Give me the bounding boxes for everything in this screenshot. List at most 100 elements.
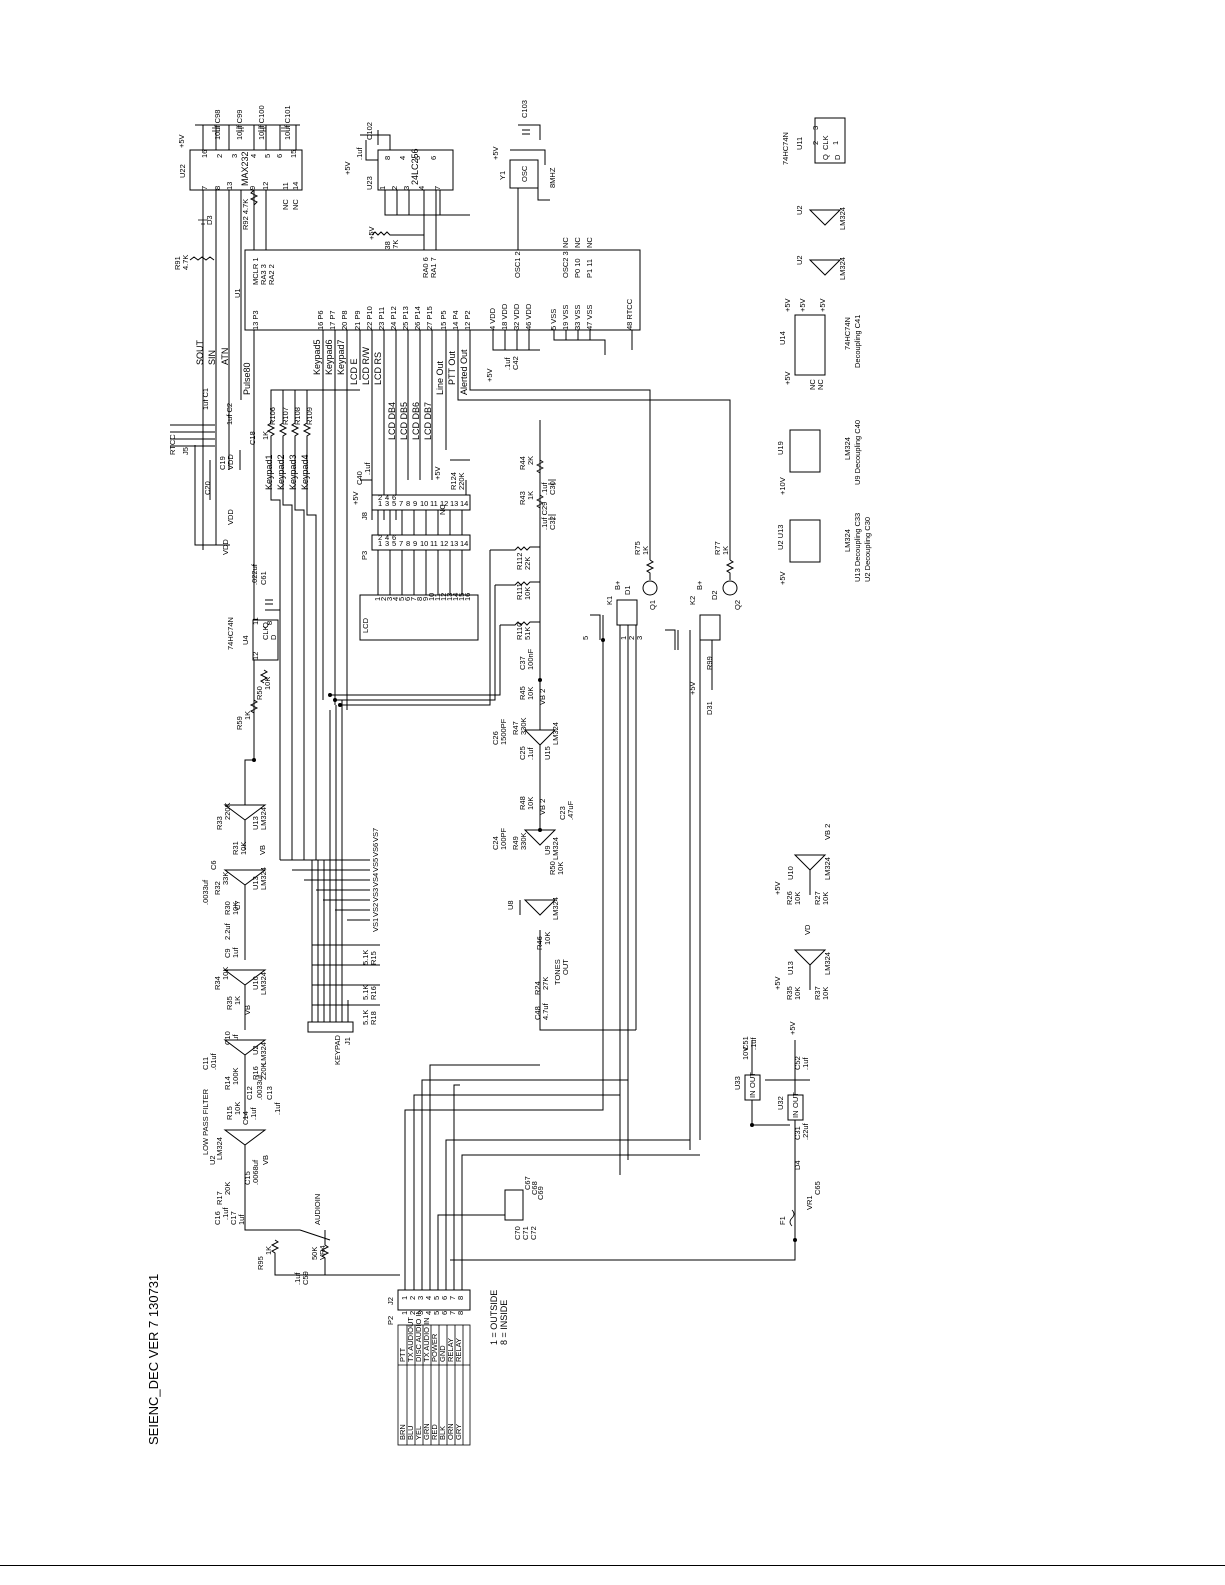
svg-text:.1uf: .1uf xyxy=(363,462,372,475)
svg-text:4: 4 xyxy=(249,154,258,158)
svg-text:R27: R27 xyxy=(813,891,822,905)
svg-text:LCD DB5: LCD DB5 xyxy=(399,402,409,440)
svg-text:+5V: +5V xyxy=(773,976,782,990)
svg-text:P1 11: P1 11 xyxy=(585,259,594,278)
svg-text:.47uF: .47uF xyxy=(566,800,575,820)
svg-text:5: 5 xyxy=(413,156,422,160)
svg-text:R49: R49 xyxy=(511,836,520,850)
svg-text:1K: 1K xyxy=(233,996,242,1005)
svg-text:VD: VD xyxy=(803,924,812,935)
svg-text:6: 6 xyxy=(440,1296,449,1300)
svg-text:4.7K: 4.7K xyxy=(391,240,400,255)
opamp-u8: U8 LM324 R46 10K TONES OUT R24 27K C48 4… xyxy=(506,897,636,1031)
svg-text:6: 6 xyxy=(440,1311,449,1315)
svg-text:.1uf C29: .1uf C29 xyxy=(540,502,549,530)
svg-text:LM324: LM324 xyxy=(551,837,560,860)
svg-text:74HC74N: 74HC74N xyxy=(226,617,235,650)
svg-text:+5V: +5V xyxy=(433,466,442,480)
svg-text:.1uf: .1uf xyxy=(801,1057,810,1070)
svg-text:U9: U9 xyxy=(543,845,552,855)
svg-text:Alerted Out: Alerted Out xyxy=(459,349,469,395)
svg-text:13: 13 xyxy=(225,182,234,190)
svg-text:C61: C61 xyxy=(259,571,268,585)
svg-text:10K: 10K xyxy=(523,587,532,600)
svg-text:LM324: LM324 xyxy=(551,722,560,745)
svg-text:5 VSS: 5 VSS xyxy=(549,309,558,330)
svg-text:C72: C72 xyxy=(529,1226,538,1240)
svg-text:C25: C25 xyxy=(518,746,527,760)
lcd-module: LCD 1 2 3 4 5 6 7 8 9 10 11 12 13 14 15 … xyxy=(359,593,479,641)
schematic-title: SEIENC_DEC VER 7 130731 xyxy=(146,1274,161,1445)
svg-text:Keypad6: Keypad6 xyxy=(324,339,334,375)
svg-text:LM324: LM324 xyxy=(215,1137,224,1160)
svg-text:5: 5 xyxy=(432,1311,441,1315)
svg-text:LCD RS: LCD RS xyxy=(373,352,383,385)
svg-text:8: 8 xyxy=(265,621,274,625)
svg-text:3: 3 xyxy=(416,1296,425,1300)
svg-text:LM324: LM324 xyxy=(838,257,847,280)
svg-text:KEYPAD: KEYPAD xyxy=(333,1035,342,1065)
svg-text:1K: 1K xyxy=(264,1246,273,1255)
svg-text:5.1K: 5.1K xyxy=(361,950,370,965)
svg-text:15 P5: 15 P5 xyxy=(439,310,448,330)
svg-text:.1uf: .1uf xyxy=(540,482,549,495)
svg-text:13: 13 xyxy=(450,539,458,548)
opamp-u13-right: U13 LM324 VD R35 10K R37 10K +5V xyxy=(773,924,832,1000)
svg-text:20K: 20K xyxy=(223,1182,232,1195)
svg-text:1: 1 xyxy=(378,186,387,190)
svg-text:33 VSS: 33 VSS xyxy=(573,305,582,330)
svg-text:C68: C68 xyxy=(530,1181,539,1195)
svg-text:3: 3 xyxy=(402,186,411,190)
svg-text:14 P4: 14 P4 xyxy=(451,310,460,330)
svg-text:U9 Decoupling C40: U9 Decoupling C40 xyxy=(853,420,862,485)
svg-text:SOUT: SOUT xyxy=(195,339,205,365)
svg-text:VB: VB xyxy=(261,1155,270,1165)
svg-text:+5V: +5V xyxy=(177,134,186,148)
svg-text:5: 5 xyxy=(392,499,396,508)
svg-text:VS1: VS1 xyxy=(371,918,380,932)
svg-text:R34: R34 xyxy=(213,976,222,990)
svg-text:R50: R50 xyxy=(548,861,557,875)
svg-text:4: 4 xyxy=(385,493,389,502)
svg-text:C26: C26 xyxy=(491,731,500,745)
svg-text:.1uf: .1uf xyxy=(355,147,364,160)
svg-text:C69: C69 xyxy=(536,1186,545,1200)
svg-text:1uf C2: 1uf C2 xyxy=(225,403,234,425)
svg-text:4: 4 xyxy=(417,186,426,190)
svg-text:R91: R91 xyxy=(173,256,182,270)
svg-text:C16: C16 xyxy=(213,1211,222,1225)
svg-text:100nF: 100nF xyxy=(526,648,535,670)
svg-text:Q: Q xyxy=(261,622,270,628)
page-bottom-rule xyxy=(0,1565,1225,1566)
svg-text:BLK: BLK xyxy=(438,1426,447,1440)
svg-text:VB 2: VB 2 xyxy=(538,799,547,815)
svg-text:5: 5 xyxy=(397,597,406,601)
p3-connector: P3 1 2 3 4 5 6 7 8 9 10 11 12 13 14 xyxy=(360,533,471,560)
svg-text:10: 10 xyxy=(420,539,428,548)
svg-text:.1uf: .1uf xyxy=(293,1272,302,1285)
svg-text:9: 9 xyxy=(413,539,417,548)
svg-text:6: 6 xyxy=(392,493,396,502)
svg-text:TONES: TONES xyxy=(553,959,562,985)
svg-text:4: 4 xyxy=(424,1311,433,1315)
svg-text:U23: U23 xyxy=(365,176,374,190)
svg-text:R18: R18 xyxy=(369,1011,378,1025)
svg-text:RA0 6: RA0 6 xyxy=(421,257,430,278)
svg-text:U2: U2 xyxy=(251,1045,260,1055)
svg-text:RELAY: RELAY xyxy=(454,1338,463,1362)
svg-text:AUDIOIN: AUDIOIN xyxy=(313,1194,322,1225)
svg-text:2: 2 xyxy=(408,1296,417,1300)
svg-text:10K: 10K xyxy=(793,892,802,905)
svg-text:C48: C48 xyxy=(533,1006,542,1020)
svg-text:LM324: LM324 xyxy=(823,857,832,880)
svg-text:1K: 1K xyxy=(243,711,252,720)
svg-text:10uf C98: 10uf C98 xyxy=(213,110,222,140)
svg-text:10K: 10K xyxy=(543,932,552,945)
svg-text:+5V: +5V xyxy=(351,491,360,505)
opamp-u15: C37 100nF R45 10K C26 1500PF R47 330K C2… xyxy=(491,648,560,830)
relay-driver-q2: R77 1K Q2 D2 K2 B+ R99 +5V D31 xyxy=(665,541,742,1150)
svg-text:32 VDD: 32 VDD xyxy=(512,303,521,330)
svg-text:16: 16 xyxy=(200,150,209,158)
svg-text:R95: R95 xyxy=(256,1256,265,1270)
u33-regulator: U33 IN OUT 10V C51 .1uf xyxy=(733,1036,790,1126)
